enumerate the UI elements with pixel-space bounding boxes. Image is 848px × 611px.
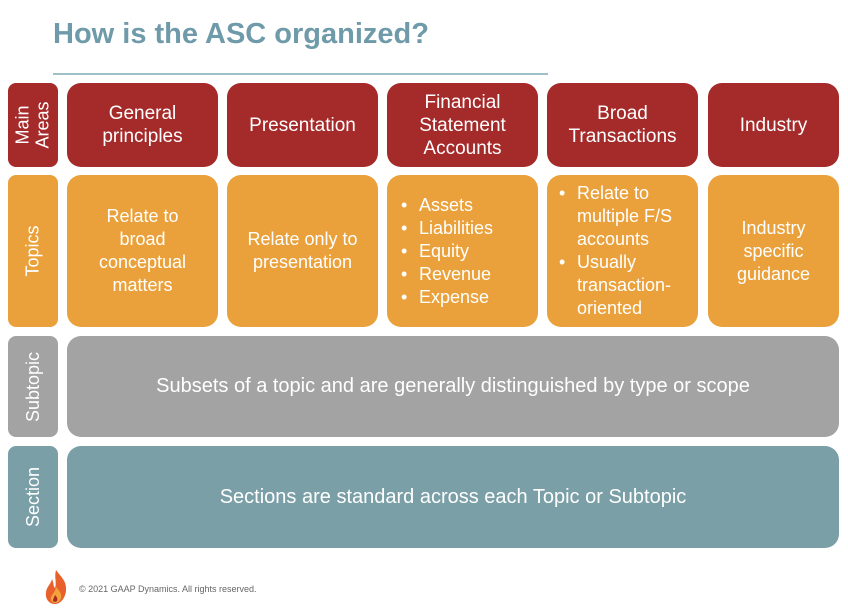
row-label-main-areas: Main Areas: [8, 83, 58, 167]
list-item: Assets: [401, 194, 493, 217]
main-area-broad-transactions: Broad Transactions: [547, 83, 698, 167]
row-label-topics-text: Topics: [23, 225, 43, 277]
title-divider: [53, 73, 548, 75]
list-item: Relate to multiple F/S accounts: [559, 182, 683, 251]
main-area-general-principles: General principles: [67, 83, 218, 167]
row-label-topics: Topics: [8, 175, 58, 327]
topic-broad-list: Relate to multiple F/S accounts Usually …: [559, 182, 683, 320]
main-area-presentation: Presentation: [227, 83, 378, 167]
topic-financial: Assets Liabilities Equity Revenue Expens…: [387, 175, 538, 327]
row-label-subtopic-text: Subtopic: [23, 351, 43, 422]
page-title: How is the ASC organized?: [53, 18, 429, 50]
flame-icon: [45, 570, 67, 604]
topic-presentation: Relate only to presentation: [227, 175, 378, 327]
main-area-financial-statement-accounts: Financial Statement Accounts: [387, 83, 538, 167]
row-label-subtopic: Subtopic: [8, 336, 58, 437]
list-item: Usually transaction-oriented: [559, 251, 683, 320]
list-item: Equity: [401, 240, 493, 263]
main-area-industry: Industry: [708, 83, 839, 167]
topic-general: Relate to broad conceptual matters: [67, 175, 218, 327]
topic-industry: Industry specific guidance: [708, 175, 839, 327]
section-description: Sections are standard across each Topic …: [67, 446, 839, 548]
subtopic-description: Subsets of a topic and are generally dis…: [67, 336, 839, 437]
copyright-footer: © 2021 GAAP Dynamics. All rights reserve…: [79, 584, 257, 594]
list-item: Revenue: [401, 263, 493, 286]
row-label-main-areas-text: Main Areas: [13, 101, 53, 149]
row-label-section-text: Section: [23, 466, 44, 528]
topic-broad: Relate to multiple F/S accounts Usually …: [547, 175, 698, 327]
list-item: Expense: [401, 286, 493, 309]
list-item: Liabilities: [401, 217, 493, 240]
row-label-section: Section: [8, 446, 58, 548]
topic-financial-list: Assets Liabilities Equity Revenue Expens…: [401, 194, 493, 309]
